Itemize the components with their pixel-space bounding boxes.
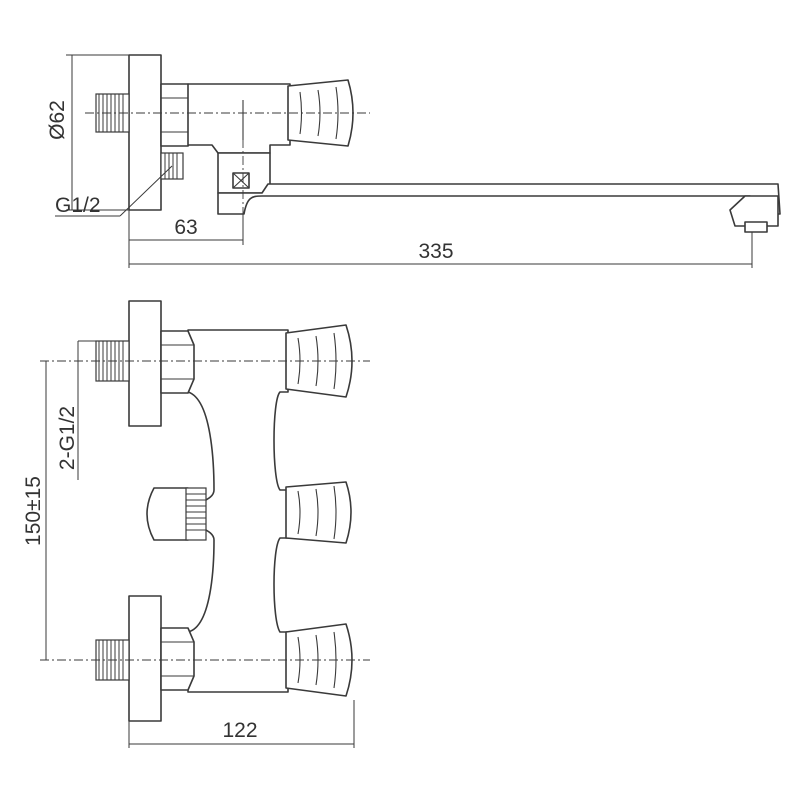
front-lower-flange [128,595,162,722]
length-label: 335 [418,240,453,263]
front-upper-nut [160,330,195,394]
front-thread-label: 2-G1/2 [56,406,79,470]
front-upper-flange [128,300,162,427]
front-view: 150±15 2-G1/2 122 [22,300,370,748]
front-lower-nut [160,627,195,691]
top-aerator [729,195,779,227]
front-mixer-body [187,329,289,693]
top-thread-label: G1/2 [55,194,101,217]
offset-label: 63 [174,216,197,239]
top-wall-flange [128,54,162,211]
top-spout [217,183,781,215]
center-distance-label: 150±15 [22,476,45,546]
width-label: 122 [222,719,257,742]
front-spout-outlet [146,487,189,541]
diameter-label: Ø62 [46,100,69,140]
top-view: Ø62 G1/2 63 335 [46,54,781,268]
front-outlet-thread [185,487,207,541]
top-mixer-body [187,83,291,154]
